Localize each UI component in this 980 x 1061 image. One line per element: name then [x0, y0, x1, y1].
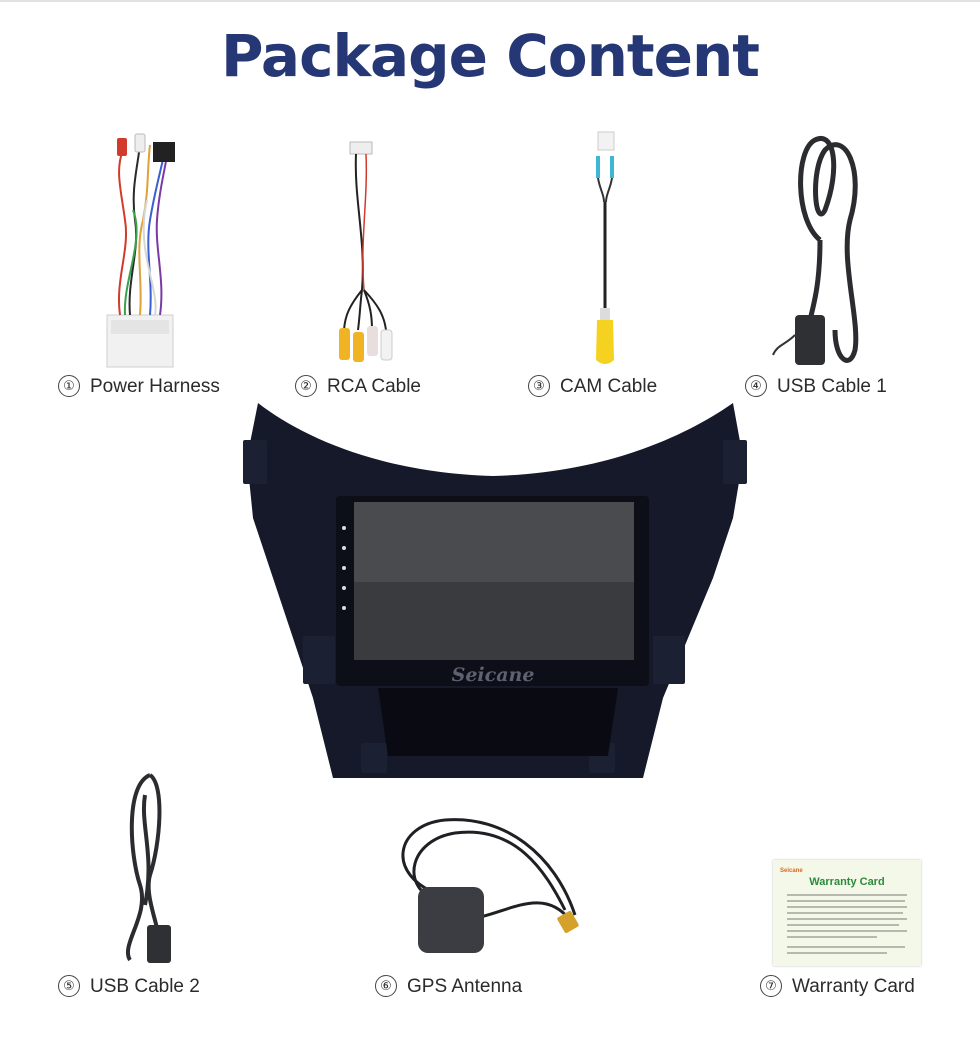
text-line	[787, 918, 907, 920]
caption-label: RCA Cable	[327, 376, 421, 397]
warranty-card-image: Seicane Warranty Card	[773, 860, 921, 966]
head-unit-brand: Seicane	[451, 664, 535, 686]
caption-label: CAM Cable	[560, 376, 658, 397]
text-line	[787, 946, 905, 948]
top-divider	[0, 0, 980, 2]
page-title: Package Content	[220, 22, 760, 90]
caption-label: USB Cable 1	[777, 376, 887, 397]
caption-label: USB Cable 2	[90, 976, 200, 997]
text-line	[787, 952, 887, 954]
cam-cable-image	[580, 130, 640, 370]
text-line	[787, 912, 903, 914]
caption-label: Power Harness	[90, 376, 220, 397]
warranty-card-title: Warranty Card	[809, 876, 885, 888]
usb-cable-2-image	[105, 765, 185, 970]
caption-label: Warranty Card	[792, 976, 915, 997]
head-unit-image: Seicane	[243, 398, 747, 783]
text-line	[787, 894, 907, 896]
text-line	[787, 906, 907, 908]
text-line	[787, 936, 877, 938]
gps-antenna-image	[385, 815, 590, 965]
text-line	[787, 900, 905, 902]
power-harness-image	[95, 130, 185, 370]
text-line	[787, 924, 899, 926]
usb-cable-1-image	[765, 130, 875, 370]
text-line	[787, 930, 907, 932]
rca-cable-image	[330, 140, 400, 370]
caption-label: GPS Antenna	[407, 976, 523, 997]
warranty-card-brand: Seicane	[780, 868, 803, 874]
